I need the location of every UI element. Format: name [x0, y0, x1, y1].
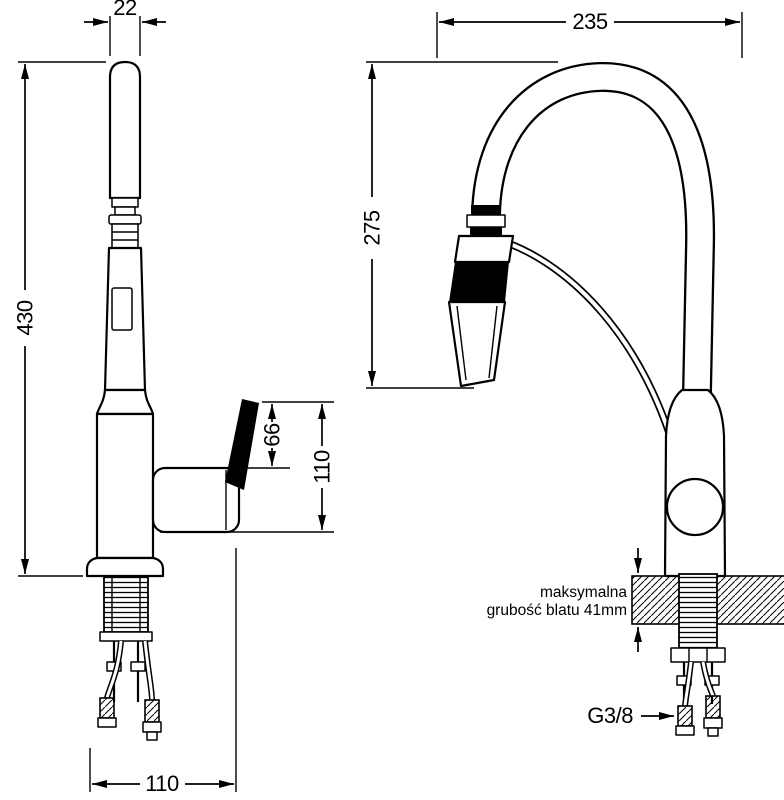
- nozzle-edge-line: [456, 305, 467, 381]
- dim-spout-diameter: 22: [84, 0, 166, 56]
- spray-wand-body: [108, 60, 142, 200]
- arch-spout-fill: [473, 64, 713, 393]
- threaded-shank: [678, 573, 718, 649]
- dim-spout-reach: 235: [436, 9, 743, 58]
- hose-fitting: [99, 697, 115, 719]
- shank-nut: [670, 647, 726, 663]
- sprayhead-grip: [449, 262, 509, 302]
- pullout-hose: [496, 236, 684, 471]
- dim-base-depth: 110: [89, 548, 237, 796]
- supply-hose-inner: [143, 640, 154, 701]
- fitting-nut: [97, 717, 117, 728]
- dim-spout-height: 275: [360, 61, 558, 389]
- thread-size-label: G3/8: [587, 703, 633, 728]
- base-flange: [85, 556, 165, 578]
- fitting-tip: [146, 731, 158, 741]
- dim-label: 110: [310, 450, 335, 484]
- dim-handle-height: 110: [160, 404, 335, 533]
- sprayhead-collar: [466, 214, 506, 228]
- fitting-tip: [707, 727, 719, 737]
- mounting-plate: [99, 631, 153, 642]
- hose-fitting: [705, 695, 721, 719]
- right-view: 235 275 maksymalna grubość blatu 41mm G3…: [360, 9, 784, 737]
- left-view: 22 430 66 110: [13, 0, 335, 796]
- wand-collar-upper: [111, 197, 139, 208]
- left-faucet: [85, 60, 259, 741]
- supply-hose-inner: [683, 661, 693, 707]
- dock-window: [111, 287, 133, 331]
- dim-label: 66: [260, 423, 285, 447]
- supply-hose-inner: [105, 640, 123, 699]
- dim-lever-height: 66: [246, 401, 334, 469]
- faucet-body-column: [95, 412, 155, 560]
- counter-note-line1: maksymalna: [540, 584, 627, 601]
- wand-flange: [108, 214, 142, 225]
- dim-label: 430: [13, 300, 38, 335]
- spout-flare: [95, 388, 155, 416]
- dim-label: 22: [113, 0, 137, 20]
- wand-grip: [111, 223, 139, 249]
- sprayhead-band: [470, 227, 502, 236]
- fitting-nut: [142, 721, 162, 733]
- dim-label: 110: [145, 771, 179, 796]
- wand-collar-narrow: [114, 206, 136, 216]
- dim-label: 235: [572, 9, 607, 34]
- counter-note-line2: grubość blatu 41mm: [487, 602, 627, 619]
- pullout-hose-inner: [497, 238, 682, 471]
- fitting-nut: [703, 717, 723, 729]
- sprayhead-top: [453, 234, 515, 264]
- nozzle-edge-line: [488, 305, 498, 379]
- hose-fitting: [144, 699, 160, 723]
- handle-lever: [225, 399, 259, 490]
- dim-label: 275: [360, 210, 385, 245]
- stud-nut: [130, 661, 146, 672]
- supply-hose-inner: [701, 661, 715, 697]
- body-ball-joint: [665, 477, 725, 537]
- dim-total-height: 430: [13, 61, 106, 577]
- sprayhead-band: [471, 205, 501, 215]
- fitting-nut: [675, 725, 695, 736]
- counter-thickness-note: maksymalna grubość blatu 41mm: [487, 548, 642, 652]
- threaded-shank: [103, 575, 149, 633]
- connection-label: G3/8: [587, 703, 674, 728]
- right-faucet: [447, 61, 784, 737]
- hose-fitting: [677, 705, 693, 727]
